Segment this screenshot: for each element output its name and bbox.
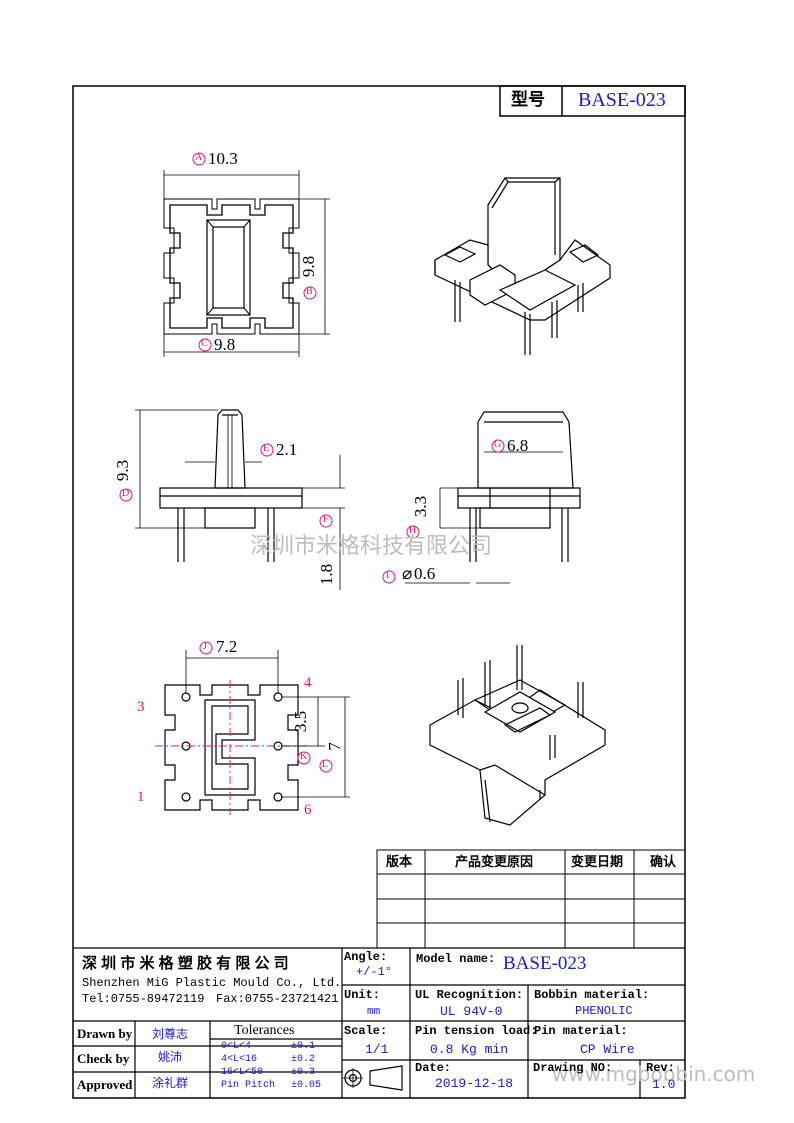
pin-material-label: Pin material:	[534, 1024, 628, 1038]
pin-3-label: 3	[137, 699, 145, 715]
company-fax: Fax:0755-23721421	[216, 992, 339, 1006]
model-name-label: Model name:	[416, 952, 496, 966]
ul-value: UL 94V-0	[440, 1004, 503, 1019]
dim-letter-b: B	[306, 286, 313, 297]
rev-col-date: 变更日期	[571, 854, 624, 869]
dim-letter-f: F	[323, 514, 329, 525]
dim-d-value: 9.3	[113, 459, 133, 482]
pin-tension-label: Pin tension load:	[415, 1024, 538, 1038]
side-view	[405, 411, 581, 584]
dim-letter-l: L	[322, 759, 329, 770]
model-value: BASE-023	[578, 89, 666, 111]
dim-i-value: 0.6	[414, 564, 436, 583]
tolerance-value-1: ±0.2	[291, 1054, 316, 1065]
drawing-no-label: Drawing NO:	[533, 1061, 613, 1075]
ul-label: UL Recognition:	[415, 988, 524, 1002]
tolerance-range-0: 0<L<4	[221, 1041, 252, 1052]
model-label: 型号	[511, 90, 545, 109]
dim-letter-h: H	[409, 525, 417, 536]
dimension-markers	[119, 152, 505, 773]
watermark-url: www.mgbobbin.com	[552, 1062, 756, 1086]
pin-4-label: 4	[304, 675, 312, 691]
watermark-company: 深圳市米格科技有限公司	[250, 534, 493, 559]
company-name-cn: 深 圳 市 米 格 塑 胶 有 限 公 司	[82, 955, 289, 972]
approved-label: Approved	[77, 1077, 133, 1092]
dim-h-value: 3.3	[411, 495, 431, 518]
rev-col-version: 版本	[386, 854, 413, 869]
dim-b-value: 9.8	[299, 255, 319, 278]
dim-l-value: 7	[324, 742, 344, 751]
angle-label: Angle:	[344, 950, 388, 964]
dim-g-value: 6.8	[507, 436, 529, 455]
tolerance-range-2: 16<L<50	[221, 1067, 264, 1078]
rev-value: 1.0	[652, 1077, 676, 1092]
top-view	[163, 170, 330, 357]
pin-tension-value: 0.8 Kg min	[430, 1042, 509, 1057]
dim-a-value: 10.3	[208, 149, 238, 168]
dim-letter-i: I	[386, 570, 390, 581]
pin-material-value: CP Wire	[580, 1042, 635, 1057]
scale-value: 1/1	[365, 1042, 389, 1057]
front-view	[135, 409, 345, 590]
dim-c-value: 9.8	[214, 335, 236, 354]
check-by-value: 姚沛	[158, 1050, 183, 1064]
dim-e-value: 2.1	[276, 440, 298, 459]
unit-value: mm	[367, 1006, 381, 1018]
tolerance-range-1: 4<L<16	[221, 1054, 258, 1065]
rev-col-confirm: 确认	[650, 854, 677, 869]
pin-1-label: 1	[137, 789, 145, 805]
date-value: 2019-12-18	[435, 1076, 514, 1091]
model-box	[499, 85, 686, 117]
dim-f-value: 1.8	[317, 563, 337, 586]
angle-value: +/-1°	[356, 965, 393, 979]
pin-6-label: 6	[304, 802, 312, 818]
dim-letter-a: A	[195, 152, 203, 163]
rev-col-reason: 产品变更原因	[455, 854, 534, 869]
date-label: Date:	[415, 1061, 452, 1075]
dim-j-value: 7.2	[216, 637, 238, 656]
check-by-label: Check by	[77, 1051, 130, 1066]
dim-k-value: 3.5	[291, 710, 311, 733]
drawn-by-label: Drawn by	[77, 1026, 133, 1041]
dim-letter-g: G	[494, 439, 502, 450]
approved-value: 涂礼群	[152, 1076, 189, 1090]
iso-view-bottom	[429, 645, 606, 826]
rev-label: Rev:	[646, 1061, 675, 1075]
tolerances-title: Tolerances	[234, 1023, 295, 1038]
dim-letter-j: J	[203, 641, 207, 652]
drawn-by-value: 刘尊志	[152, 1027, 189, 1041]
tolerance-value-0: ±0.1	[291, 1041, 316, 1052]
company-name-en: Shenzhen MiG Plastic Mould Co., Ltd.	[82, 976, 342, 990]
dim-letter-e: E	[263, 443, 270, 454]
tolerance-value-3: ±0.05	[291, 1080, 322, 1091]
iso-view-top	[434, 177, 611, 355]
bottom-view	[155, 650, 350, 815]
tolerance-value-2: ±0.3	[291, 1067, 316, 1078]
scale-label: Scale:	[344, 1024, 388, 1038]
bobbin-material-value: PHENOLIC	[575, 1004, 633, 1018]
dim-i-prefix: ⌀	[402, 564, 413, 583]
model-name-value: BASE-023	[503, 953, 587, 974]
dim-letter-k: K	[300, 751, 308, 762]
tolerance-range-3: Pin Pitch	[221, 1080, 276, 1091]
drawing-frame	[72, 85, 686, 1099]
dim-letter-d: D	[122, 488, 130, 499]
bobbin-material-label: Bobbin material:	[534, 988, 650, 1002]
title-block-grid	[73, 947, 685, 1098]
unit-label: Unit:	[344, 988, 381, 1002]
company-tel: Tel:0755-89472119	[82, 992, 205, 1006]
dim-letter-c: C	[201, 338, 208, 349]
